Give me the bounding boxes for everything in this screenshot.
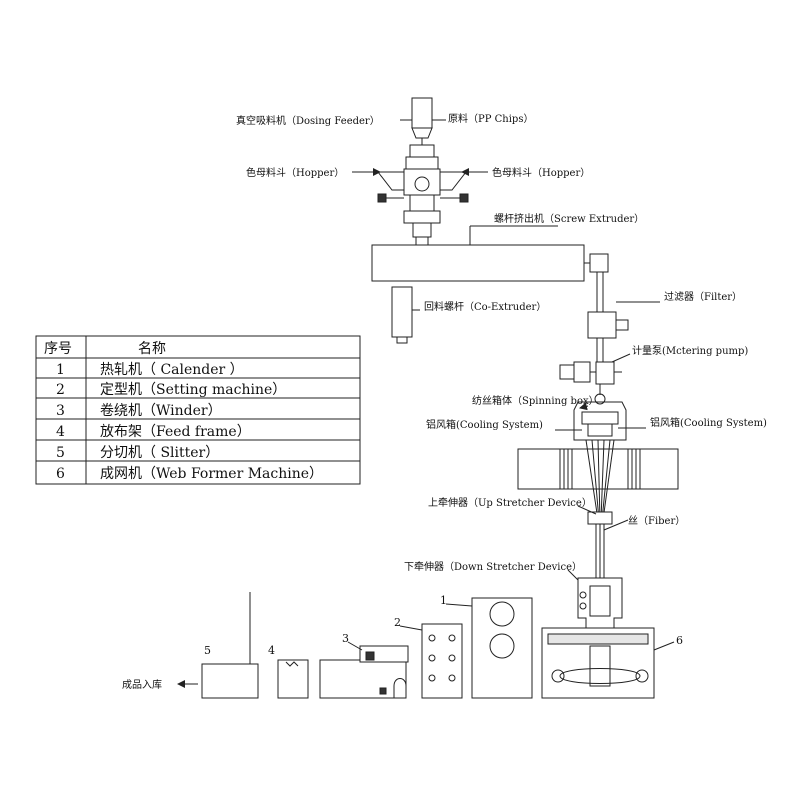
table-row-1-number: 1 bbox=[56, 362, 65, 378]
table-header-name: 名称 bbox=[138, 341, 166, 357]
label-hopper-right: 色母料斗（Hopper） bbox=[492, 166, 590, 179]
label-dosing-feeder: 真空吸料机（Dosing Feeder） bbox=[236, 114, 380, 127]
label-metering-pump: 计量泵(Mctering pump) bbox=[632, 344, 748, 357]
table-row-6-number: 6 bbox=[56, 466, 65, 482]
machine-number-3: 3 bbox=[342, 632, 349, 645]
label-down-stretcher: 下牵伸器（Down Stretcher Device） bbox=[404, 561, 582, 573]
hopper-right bbox=[437, 171, 468, 191]
machine-number-1: 1 bbox=[440, 594, 447, 607]
fiber-curtain bbox=[585, 439, 615, 521]
label-hopper-left: 色母料斗（Hopper） bbox=[246, 166, 344, 179]
label-warehouse: 成品入库 bbox=[122, 678, 162, 691]
table-row-3-number: 3 bbox=[56, 403, 65, 419]
winder bbox=[319, 645, 409, 699]
slitter bbox=[201, 592, 259, 699]
table-row-5-number: 5 bbox=[56, 445, 65, 461]
spinning-box bbox=[573, 384, 627, 441]
table-row-3-name: 卷绕机（Winder） bbox=[100, 403, 222, 419]
machine-number-5: 5 bbox=[204, 644, 211, 657]
table-row-2-name: 定型机（Setting machine） bbox=[100, 382, 286, 398]
table-row-5-name: 分切机（ Slitter） bbox=[100, 445, 219, 461]
calender bbox=[471, 597, 533, 699]
table-row-1-name: 热轧机（ Calender ） bbox=[100, 362, 244, 378]
co-extruder bbox=[391, 286, 413, 344]
table-row-4-name: 放布架（Feed frame） bbox=[100, 424, 251, 440]
setting-machine bbox=[421, 623, 463, 699]
table-row-6-name: 成网机（Web Former Machine） bbox=[100, 466, 323, 482]
legend-table: 序号 名称 1 热轧机（ Calender ） 2 定型机（Setting ma… bbox=[35, 335, 361, 485]
cooling-system bbox=[517, 448, 679, 490]
label-screw-extruder: 螺杆挤出机（Screw Extruder） bbox=[494, 212, 644, 225]
machine-number-6: 6 bbox=[676, 634, 683, 647]
web-former-machine bbox=[541, 627, 655, 699]
feed-pipes bbox=[377, 193, 469, 246]
feed-frame bbox=[277, 659, 309, 699]
leader-lines bbox=[352, 119, 660, 581]
label-filter: 过滤器（Filter） bbox=[664, 290, 742, 303]
label-co-extruder: 回料螺杆（Co-Extruder） bbox=[424, 300, 546, 313]
mixing-chamber bbox=[403, 168, 441, 196]
label-fiber: 丝（Fiber） bbox=[628, 515, 685, 527]
hopper-left bbox=[376, 171, 407, 191]
screw-extruder bbox=[371, 244, 609, 282]
label-up-stretcher: 上牵伸器（Up Stretcher Device） bbox=[428, 497, 592, 509]
up-stretcher bbox=[587, 511, 613, 578]
label-pp-chips: 原料（PP Chips） bbox=[448, 112, 533, 125]
machine-number-4: 4 bbox=[268, 644, 275, 657]
table-header-number: 序号 bbox=[44, 341, 72, 357]
metering-pump bbox=[559, 361, 622, 385]
label-spinning-box: 纺丝箱体（Spinning box） bbox=[472, 394, 599, 407]
dosing-feeder bbox=[411, 97, 433, 145]
label-cooling-right: 铝风箱(Cooling System) bbox=[650, 416, 767, 429]
filter bbox=[587, 311, 629, 339]
label-cooling-left: 铝风箱(Cooling System) bbox=[426, 418, 543, 431]
machine-number-2: 2 bbox=[394, 616, 401, 629]
feed-column bbox=[405, 144, 439, 170]
table-row-4-number: 4 bbox=[56, 424, 65, 440]
table-row-2-number: 2 bbox=[56, 382, 65, 398]
